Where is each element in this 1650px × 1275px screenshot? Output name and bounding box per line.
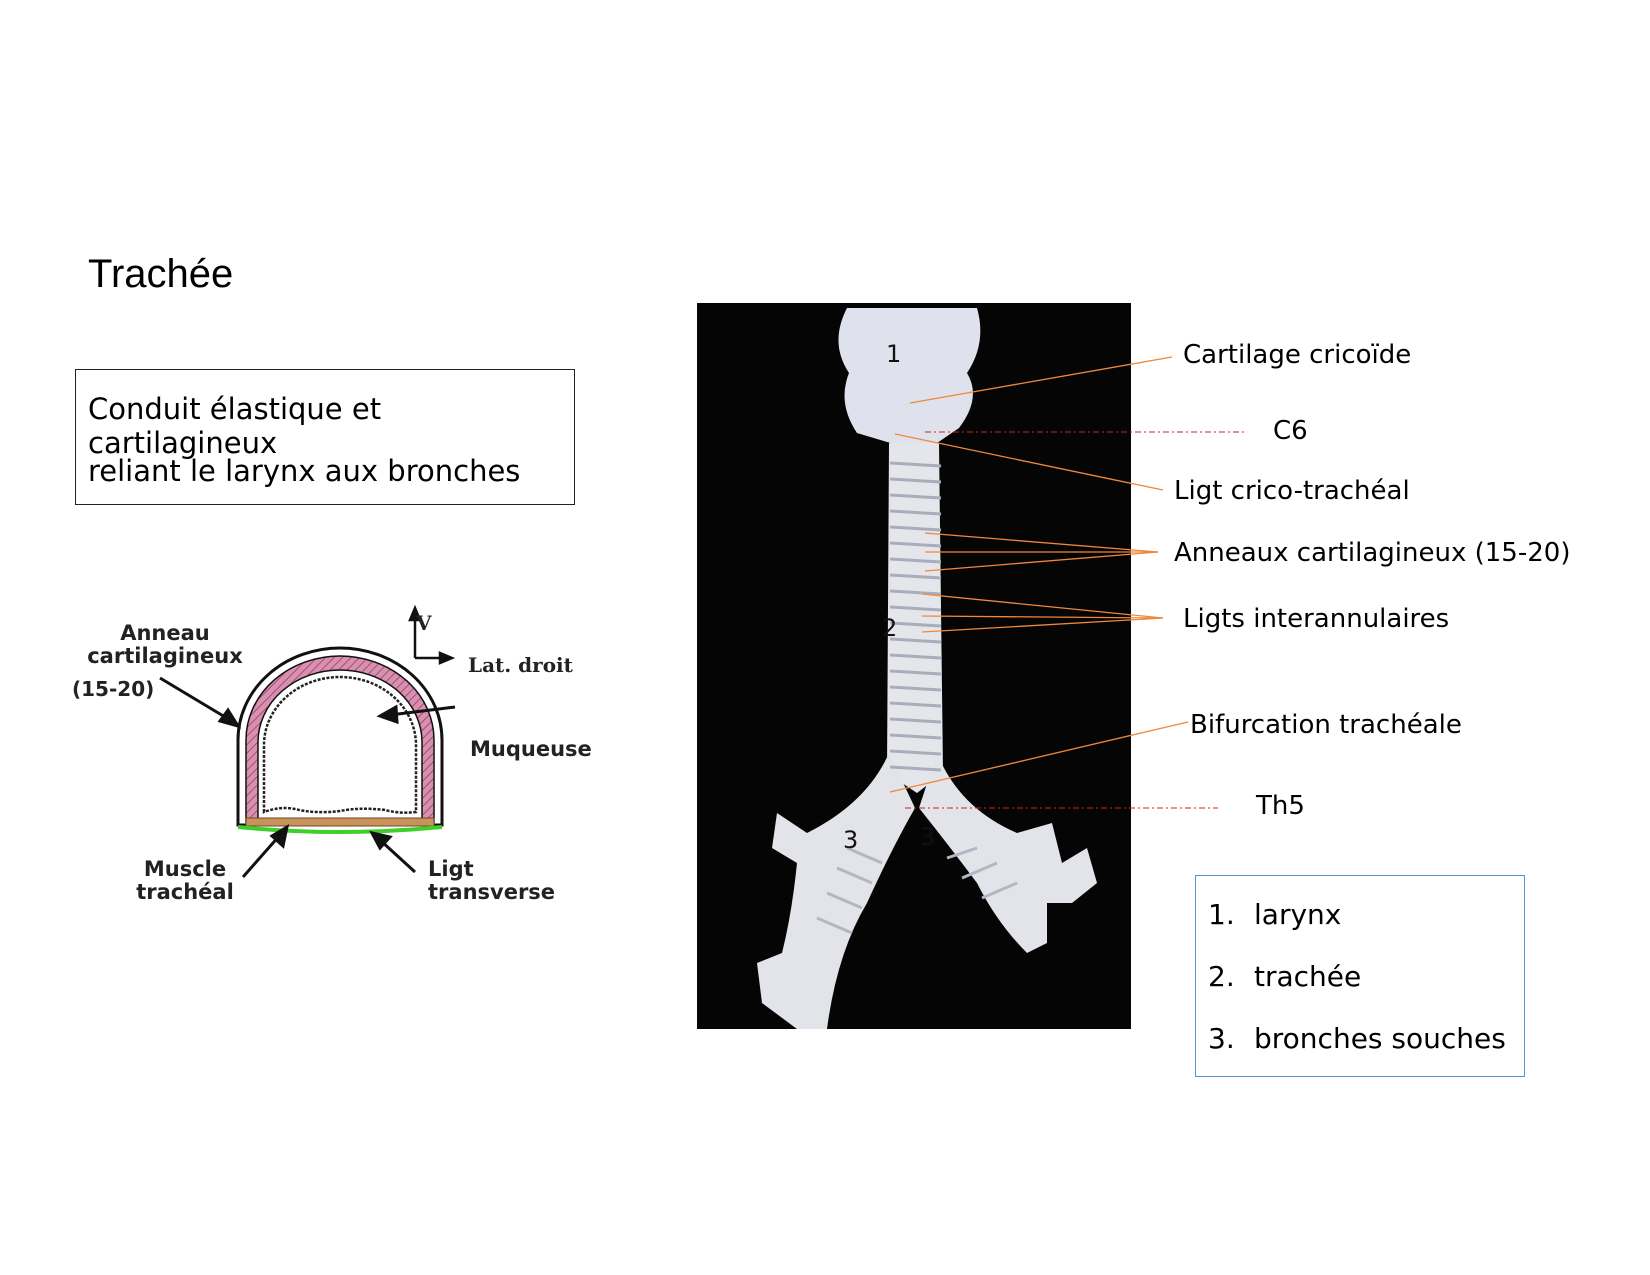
- axis-lat-label: Lat. droit: [468, 653, 573, 677]
- photo-number-3-right: 3: [920, 823, 936, 851]
- tracheal-ring-stripe: [889, 557, 942, 564]
- label-rings: Anneaux cartilagineux (15-20): [1174, 538, 1571, 568]
- photo-number-1: 1: [886, 340, 902, 368]
- label-crico-tracheal: Ligt crico-trachéal: [1174, 476, 1410, 506]
- tracheal-ring-stripe: [889, 525, 942, 532]
- definition-line-2: reliant le larynx aux bronches: [88, 454, 521, 488]
- left-bronchus-shape: [757, 753, 915, 1029]
- label-bifurcation: Bifurcation trachéale: [1190, 710, 1462, 740]
- label-c6: C6: [1273, 416, 1308, 446]
- tracheal-ring-stripe: [889, 573, 942, 580]
- bronchial-rings: [816, 846, 1018, 935]
- label-th5: Th5: [1256, 791, 1305, 821]
- tracheal-ring-stripe: [889, 733, 942, 740]
- tracheal-ring-stripe: [889, 541, 942, 548]
- tracheal-ring-stripe: [889, 685, 942, 692]
- mucosa: [262, 675, 418, 814]
- larynx-shape: [838, 308, 981, 445]
- right-bronchus-shape: [919, 753, 1097, 953]
- tracheal-ring-stripe: [889, 717, 942, 724]
- legend-item: 3.bronches souches: [1208, 1022, 1506, 1055]
- tracheal-ring-stripe: [889, 701, 942, 708]
- legend-item: 2.trachée: [1208, 960, 1362, 993]
- tracheal-ring-stripe: [889, 637, 942, 644]
- tracheal-ring-stripe: [889, 765, 942, 772]
- photo-number-2: 2: [882, 614, 898, 642]
- tracheal-rings: [889, 461, 942, 772]
- tracheal-ring-stripe: [889, 605, 942, 612]
- label-interannular: Ligts interannulaires: [1183, 604, 1450, 634]
- tracheal-ring-stripe: [889, 653, 942, 660]
- tracheal-ring-stripe: [889, 493, 942, 500]
- tracheal-ring-stripe: [889, 589, 942, 596]
- page-title: Trachée: [88, 252, 234, 296]
- legend-box: 1.larynx 2.trachée 3.bronches souches: [1195, 875, 1525, 1077]
- tracheal-ring-stripe: [889, 749, 942, 756]
- tracheal-ring-stripe: [889, 509, 942, 516]
- muscle-label: Muscle trachéal: [136, 857, 234, 904]
- axis-v-label: V: [416, 611, 432, 635]
- ring-label: Anneau cartilagineux: [87, 621, 243, 668]
- mucosa-label: Muqueuse: [470, 737, 592, 761]
- tracheal-cross-section: [159, 604, 456, 878]
- definition-box: Conduit élastique et cartilagineux relia…: [75, 369, 575, 505]
- definition-line-1: Conduit élastique et cartilagineux: [88, 392, 382, 460]
- trachealis-muscle: [245, 817, 435, 827]
- trachea-specimen-photo: [697, 303, 1131, 1029]
- transverse-ligament: [237, 825, 443, 834]
- tracheal-ring-stripe: [889, 461, 942, 468]
- tracheal-ring-stripe: [889, 669, 942, 676]
- photo-number-3-left: 3: [843, 826, 859, 854]
- tracheal-ring-stripe: [889, 621, 942, 628]
- ring-count-label: (15-20): [72, 677, 155, 701]
- ligament-label: Ligt transverse: [428, 857, 556, 904]
- tracheal-ring-stripe: [889, 477, 942, 484]
- label-cricoid: Cartilage cricoïde: [1183, 340, 1412, 370]
- legend-item: 1.larynx: [1208, 898, 1342, 931]
